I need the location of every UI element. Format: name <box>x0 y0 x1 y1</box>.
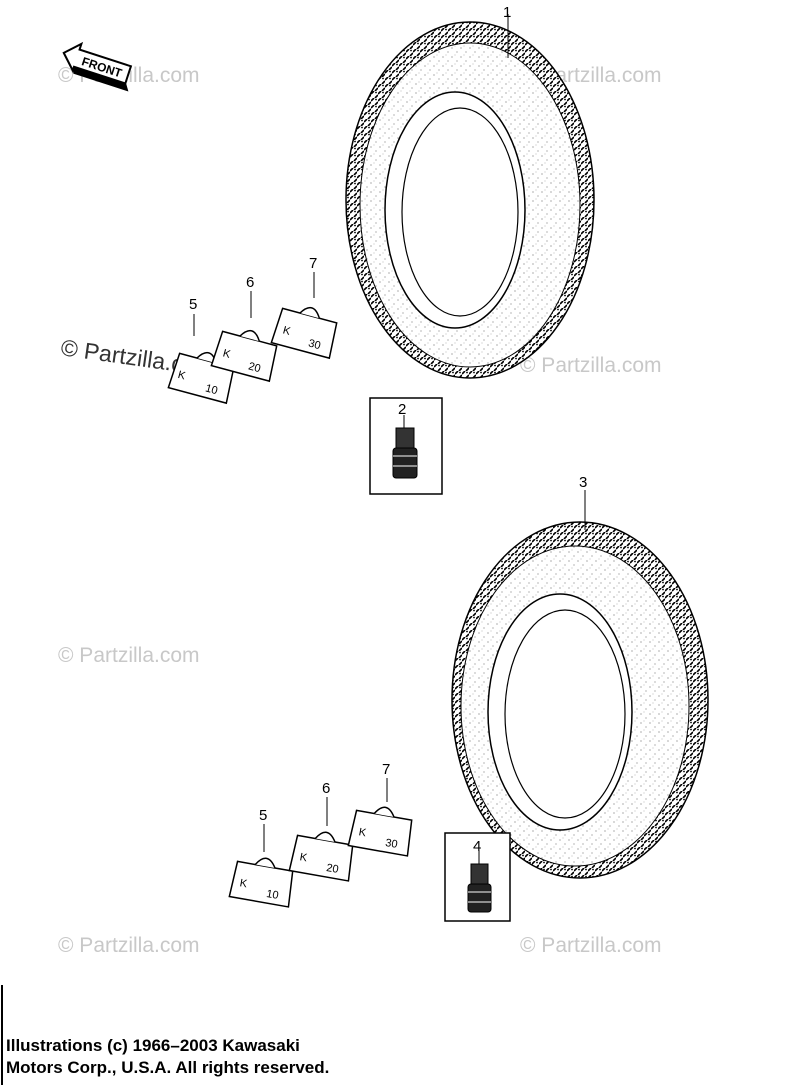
weight-20-front: K 20 <box>210 329 278 383</box>
callout-weight-5: 5 <box>259 807 267 824</box>
callout-rear-valve: 4 <box>473 838 481 855</box>
svg-text:20: 20 <box>247 360 262 375</box>
callout-front-valve: 2 <box>398 401 406 418</box>
front-arrow-icon: FRONT <box>62 41 133 92</box>
svg-text:20: 20 <box>325 862 339 876</box>
svg-text:K: K <box>221 347 232 361</box>
svg-text:K: K <box>299 851 309 864</box>
callout-weight-5: 5 <box>189 296 197 313</box>
callout-rear-tire: 3 <box>579 474 587 491</box>
watermark: © Partzilla.com <box>58 934 200 957</box>
watermark: © Partzilla.com <box>58 644 200 667</box>
rear-valve <box>444 832 511 922</box>
svg-text:10: 10 <box>265 888 279 902</box>
copyright-line-2: Motors Corp., U.S.A. All rights reserved… <box>6 1058 330 1077</box>
callout-weight-7: 7 <box>309 255 317 272</box>
weight-20-rear: K 20 <box>288 831 354 882</box>
weight-10-rear: K 10 <box>228 857 294 908</box>
rear-tire <box>451 521 709 879</box>
svg-text:K: K <box>281 324 292 338</box>
callout-front-tire: 1 <box>503 4 511 21</box>
svg-text:K: K <box>239 877 249 890</box>
watermark: © Partzilla.com <box>520 934 662 957</box>
margin-rule <box>1 985 3 1085</box>
svg-text:K: K <box>176 369 187 383</box>
svg-text:K: K <box>358 826 368 839</box>
weight-30-rear: K 30 <box>347 806 413 857</box>
svg-text:30: 30 <box>384 837 398 851</box>
copyright-notice: Illustrations (c) 1966–2003 Kawasaki Mot… <box>6 1035 329 1079</box>
rear-weights: K 10 K 20 K 30 <box>228 806 413 908</box>
svg-text:30: 30 <box>307 337 322 352</box>
front-weights: K 10 K 20 K 30 <box>167 306 338 405</box>
watermark: © Partzilla.com <box>520 354 662 377</box>
weight-30-front: K 30 <box>270 306 338 360</box>
front-tire <box>345 21 595 379</box>
copyright-line-1: Illustrations (c) 1966–2003 Kawasaki <box>6 1036 300 1055</box>
svg-text:10: 10 <box>204 382 219 397</box>
front-valve <box>369 397 443 495</box>
callout-weight-6: 6 <box>322 780 330 797</box>
callout-weight-7: 7 <box>382 761 390 778</box>
callout-weight-6: 6 <box>246 274 254 291</box>
